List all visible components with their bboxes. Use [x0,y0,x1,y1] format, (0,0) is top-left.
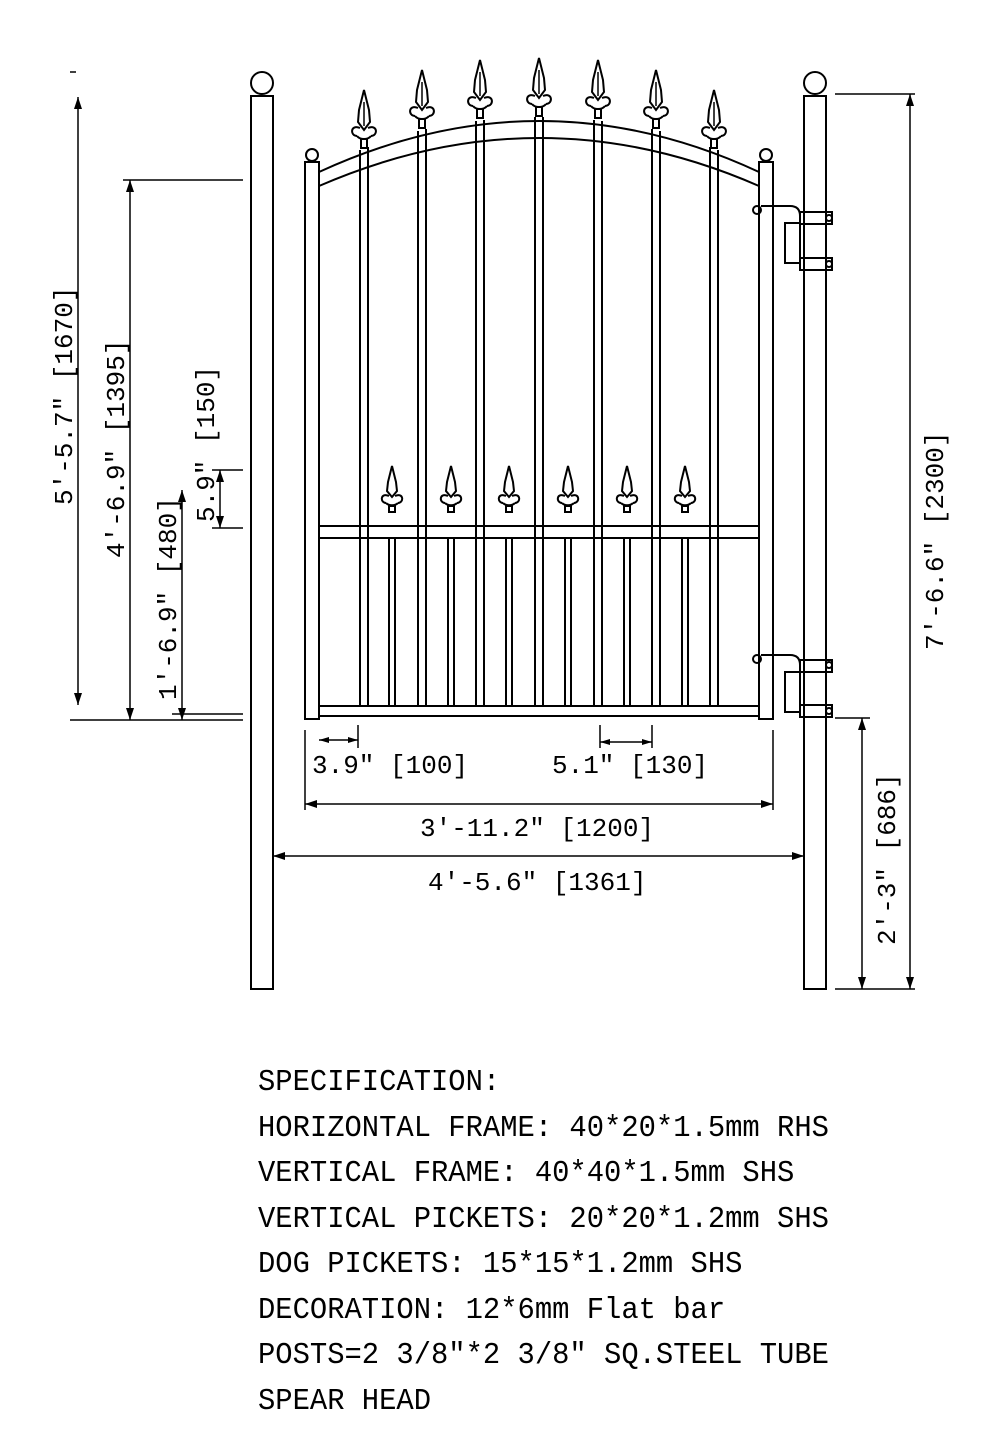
hinge-bottom [752,654,833,718]
dog-picket-spacing-label: 5.9" [150] [192,366,222,522]
gap-left-label: 3.9" [100] [312,751,468,781]
ground-to-hinge-label: 2′-3" [686] [873,773,903,945]
spear-head-finials [351,57,727,149]
gate-width-label: 3′-11.2" [1200] [420,814,654,844]
spec-vertical-frame: VERTICAL FRAME: 40*40*1.5mm SHS [258,1156,795,1191]
spec-decoration: DECORATION: 12*6mm Flat bar [258,1292,726,1328]
hinge-top [752,205,833,271]
right-post [803,71,827,990]
gate-height-label: 4′-6.9" [1395] [102,340,132,558]
lower-section-height-label: 1′-6.9" [480] [154,497,184,700]
spec-posts: POSTS=2 3/8"*2 3/8" SQ.STEEL TUBE [258,1338,829,1373]
spec-dog-pickets: DOG PICKETS: 15*15*1.2mm SHS [258,1247,743,1282]
dimension-lines [70,71,915,990]
gate-frame [304,120,774,720]
dog-picket-finials [380,465,697,513]
picket-spacing-label: 5.1" [130] [552,751,708,781]
left-post [250,71,274,990]
dimension-arrows [74,94,914,989]
overall-height-label: 5′-5.7" [1670] [50,287,80,505]
dog-pickets [388,538,689,706]
specification-title: SPECIFICATION: [258,1065,501,1100]
spec-spear-head: SPEAR HEAD [258,1383,432,1419]
spec-vertical-pickets: VERTICAL PICKETS: 20*20*1.2mm SHS [258,1201,829,1237]
post-to-post-label: 4′-5.6" [1361] [428,868,646,898]
spec-horizontal-frame: HORIZONTAL FRAME: 40*20*1.5mm RHS [258,1110,829,1146]
post-height-label: 7′-6.6" [2300] [921,432,951,650]
vertical-pickets [359,117,719,706]
specification-block: SPECIFICATION: HORIZONTAL FRAME: 40*20*1… [258,1060,872,1424]
gate-drawing: 5′-5.7" [1670] 4′-6.9" [1395] 5.9" [150]… [50,57,951,990]
